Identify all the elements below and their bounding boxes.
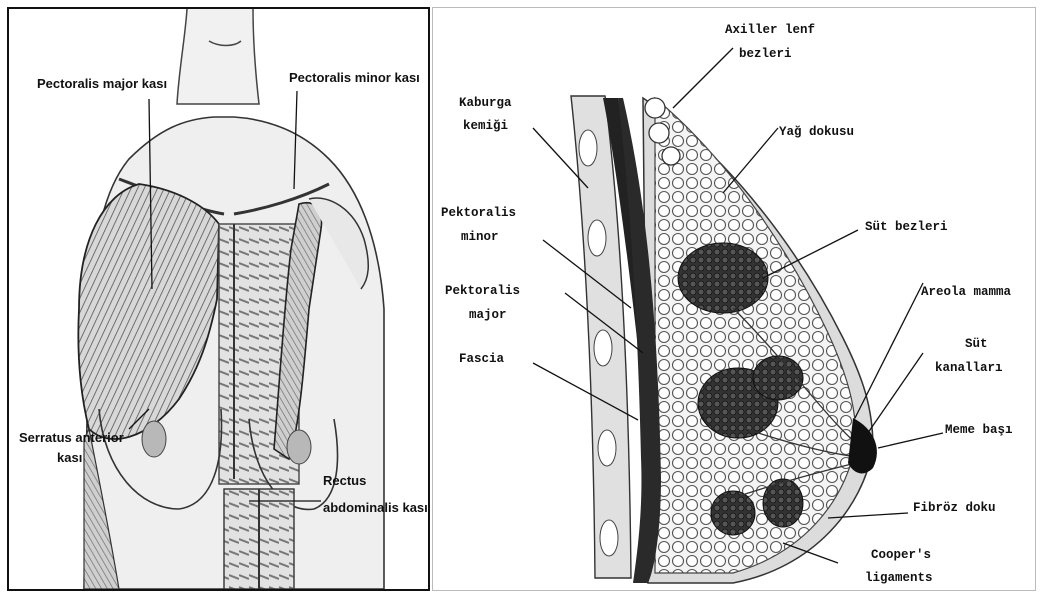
rib-4 [598, 430, 616, 466]
label-meme-basi: Meme başı [945, 423, 1013, 437]
leader-axiller [673, 48, 733, 108]
leader-sut-kanallari [863, 353, 923, 440]
label-cooper-line1: Cooper's [871, 548, 931, 562]
rib-2 [588, 220, 606, 256]
gland-lobule-3 [753, 356, 803, 400]
neck-outline [177, 9, 259, 104]
label-pek-major-line1: Pektoralis [445, 284, 520, 298]
lymph-node-2 [649, 123, 669, 143]
label-axiller-line1: Axiller lenf [725, 23, 815, 37]
fatty-tissue [655, 98, 856, 573]
label-rectus-line2: abdominalis kası [323, 500, 428, 515]
breast-cross-section-figure: Axiller lenf bezleri Kaburga kemiği Yağ … [432, 7, 1036, 591]
label-sut-kanallari-line1: Süt [965, 337, 988, 351]
label-cooper-line2: ligaments [865, 571, 933, 585]
label-sut-kanallari-line2: kanalları [935, 361, 1003, 375]
gland-lobule-1 [678, 243, 768, 313]
label-serratus-line2: kası [57, 450, 82, 465]
rib-5 [600, 520, 618, 556]
label-kaburga-line2: kemiği [463, 119, 508, 133]
label-pectoralis-major: Pectoralis major kası [37, 76, 167, 91]
label-serratus-line1: Serratus anterior [19, 430, 124, 445]
chest-muscles-figure: Pectoralis major kası Pectoralis minor k… [7, 7, 430, 591]
breast-section-drawing: Axiller lenf bezleri Kaburga kemiği Yağ … [433, 8, 1035, 590]
label-fascia: Fascia [459, 352, 505, 366]
label-pectoralis-minor: Pectoralis minor kası [289, 70, 420, 85]
label-pek-major-line2: major [469, 308, 507, 322]
label-kaburga-line1: Kaburga [459, 96, 512, 110]
rib-3 [594, 330, 612, 366]
label-areola: Areola mamma [921, 285, 1012, 299]
lymph-node-3 [662, 147, 680, 165]
lymph-node-1 [645, 98, 665, 118]
leader-yag [723, 128, 778, 193]
label-pek-minor-line1: Pektoralis [441, 206, 516, 220]
right-areola [287, 430, 311, 464]
chest-muscles-drawing: Pectoralis major kası Pectoralis minor k… [9, 9, 428, 589]
left-areola [142, 421, 166, 457]
label-pek-minor-line2: minor [461, 230, 499, 244]
rib-1 [579, 130, 597, 166]
label-axiller-line2: bezleri [739, 47, 792, 61]
label-yag: Yağ dokusu [779, 125, 854, 139]
label-rectus-line1: Rectus [323, 473, 366, 488]
leader-meme-basi [878, 433, 943, 448]
label-fibroz: Fibröz doku [913, 501, 996, 515]
leader-areola [855, 283, 923, 418]
label-sut-bezleri: Süt bezleri [865, 220, 948, 234]
